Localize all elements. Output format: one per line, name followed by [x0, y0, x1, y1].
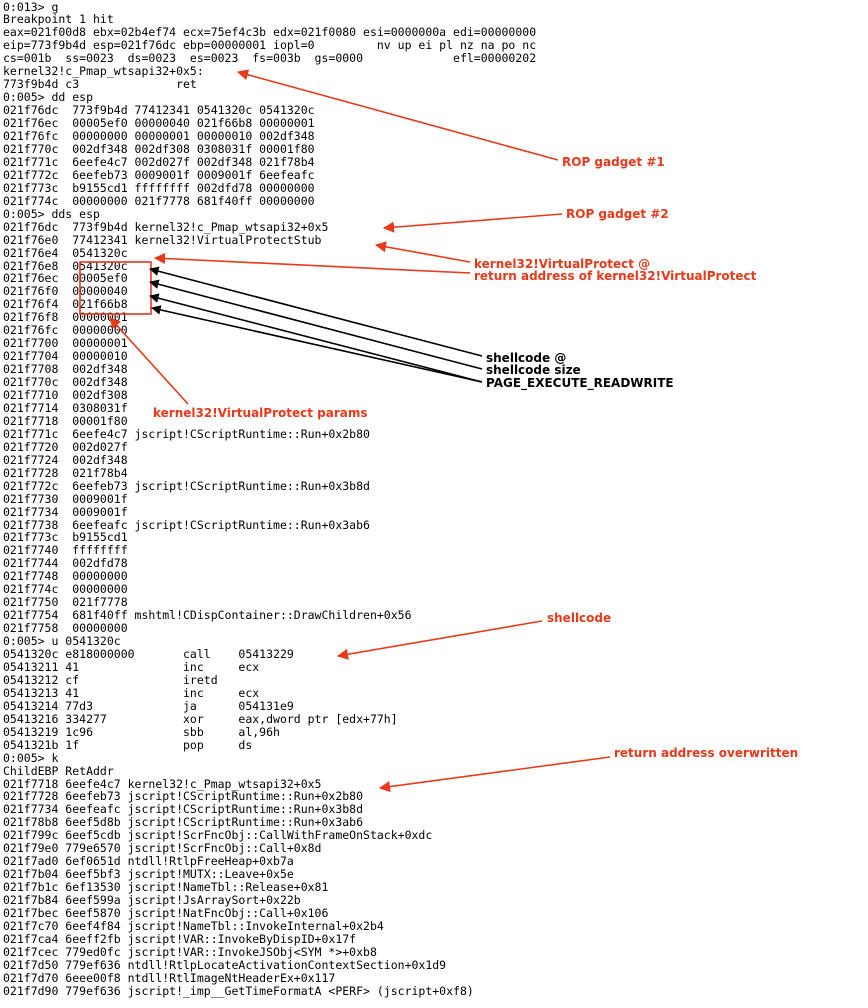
console-line: 021f7d50 779ef636 ntdll!RtlpLocateActiva…	[3, 957, 447, 972]
console-line: 021f799c 6eef5cdb jscript!ScrFncObj::Cal…	[3, 828, 433, 843]
console-line: cs=001b ss=0023 ds=0023 es=0023 fs=003b …	[3, 51, 537, 66]
console-line: 05413219 1c96 sbb al,96h	[3, 724, 280, 739]
console-line: 021f7758 00000000	[3, 621, 128, 636]
console-line: 021f76ec 00005ef0 00000040 021f66b8 0000…	[3, 116, 315, 131]
console-line: 021f7b1c 6ef13530 jscript!NameTbl::Relea…	[3, 880, 329, 895]
console-line: 021f76dc 773f9b4d kernel32!c_Pmap_wtsapi…	[3, 219, 329, 234]
console-line: 0:005> k	[3, 750, 59, 765]
console-line: Breakpoint 1 hit	[3, 12, 114, 27]
virtualprotect-return-label: return address of kernel32!VirtualProtec…	[474, 269, 757, 283]
console-line: 021f7b84 6eef599a jscript!JsArraySort+0x…	[3, 893, 301, 908]
shellcode-arrow	[336, 620, 543, 660]
console-line: 021f7734 6eefeafc jscript!CScriptRuntime…	[3, 802, 364, 817]
console-line: 021f774c 00000000 021f7778 681f40ff 0000…	[3, 193, 315, 208]
rop-gadget-2-label: ROP gadget #2	[566, 207, 669, 221]
console-line: 021f7708 002df348	[3, 362, 128, 377]
virtualprotect-params-box	[79, 261, 152, 315]
shellcode-address-label: shellcode @	[486, 351, 567, 365]
console-line: 021f7714 0308031f	[3, 400, 128, 415]
console-line: 021f76ec 00005ef0	[3, 271, 128, 286]
console-line: 021f7710 002df308	[3, 388, 128, 402]
console-line: 021f7728 6eefeb73 jscript!CScriptRuntime…	[3, 789, 364, 804]
virtualprotect-params-arrow	[109, 317, 189, 405]
console-line: 0541320c e818000000 call 05413229	[3, 647, 294, 661]
console-line: 021f7730 0009001f	[3, 491, 128, 506]
console-line: 021f7c70 6eef4f84 jscript!NameTbl::Invok…	[3, 918, 384, 933]
shellcode-size-label: shellcode size	[486, 363, 581, 377]
console-line: 021f76e4 0541320c	[3, 245, 128, 260]
console-line: 021f7700 00000001	[3, 336, 128, 351]
console-line: 021f76fc 00000000 00000001 00000010 002d…	[3, 129, 315, 143]
rop-gadget-1-label: ROP gadget #1	[562, 155, 665, 169]
console-line: 0:013> g	[3, 0, 59, 14]
console-line: 021f773c b9155cd1 ffffffff 002dfd78 0000…	[3, 180, 315, 195]
console-line: 021f770c 002df348	[3, 375, 128, 390]
shellcode-label: shellcode	[547, 611, 612, 625]
console-line: 021f7cec 779ed0fc jscript!VAR::InvokeJSO…	[3, 944, 377, 959]
console-line: 021f774c 00000000	[3, 582, 128, 597]
console-line: 021f770c 002df348 002df308 0308031f 0000…	[3, 141, 315, 156]
console-line: 021f79e0 779e6570 jscript!ScrFncObj::Cal…	[3, 841, 322, 856]
return-address-overwritten-label: return address overwritten	[614, 746, 799, 760]
console-line: 021f7b04 6eef5bf3 jscript!MUTX::Leave+0x…	[3, 867, 294, 882]
console-line: 021f771c 6eefe4c7 jscript!CScriptRuntime…	[3, 426, 370, 441]
console-line: 021f773c b9155cd1	[3, 530, 128, 545]
console-line: 021f7734 0009001f	[3, 504, 128, 519]
console-line: 021f76f0 00000040	[3, 284, 128, 299]
console-line: kernel32!c_Pmap_wtsapi32+0x5:	[3, 64, 204, 79]
page-execute-readwrite-label: PAGE_EXECUTE_READWRITE	[486, 376, 674, 390]
console-line: 021f7744 002dfd78	[3, 556, 128, 571]
rop-gadget-1-arrow	[236, 69, 559, 161]
console-line: 021f7740 ffffffff	[3, 543, 128, 558]
shellcode-address-arrow	[149, 266, 483, 357]
console-line: ChildEBP RetAddr	[3, 763, 114, 778]
virtualprotect-params-label: kernel32!VirtualProtect params	[153, 406, 368, 420]
console-line: 021f7728 021f78b4	[3, 465, 128, 480]
virtualprotect-return-arrow	[153, 252, 471, 274]
console-line: 021f772c 6eefeb73 0009001f 0009001f 6eef…	[3, 167, 315, 182]
console-line: eax=021f00d8 ebx=02b4ef74 ecx=75ef4c3b e…	[3, 25, 537, 40]
console-line: 021f7724 002df348	[3, 452, 128, 467]
console-line: 021f7738 6eefeafc jscript!CScriptRuntime…	[3, 517, 370, 532]
virtualprotect-address-label: kernel32!VirtualProtect @	[474, 257, 651, 271]
console-line: 021f7ca4 6eeff2fb jscript!VAR::InvokeByD…	[3, 931, 357, 946]
console-line: 05413212 cf iretd	[3, 672, 218, 687]
console-line: 0:005> dd esp	[3, 90, 94, 105]
console-line: 021f7ad0 6ef0651d ntdll!RtlpFreeHeap+0xb…	[3, 854, 294, 869]
virtualprotect-address-arrow	[374, 241, 471, 263]
console-line: 05413214 77d3 ja 054131e9	[3, 698, 294, 713]
console-line: 021f7750 021f7778	[3, 595, 128, 610]
console-line: 021f7bec 6eef5870 jscript!NatFncObj::Cal…	[3, 906, 329, 920]
extra-param-arrow	[151, 305, 483, 383]
console-line: 021f7720 002d027f	[3, 439, 128, 454]
console-line: 0541321b 1f pop ds	[3, 737, 253, 752]
console-line: 021f7754 681f40ff mshtml!CDispContainer:…	[3, 608, 412, 623]
console-line: 05413213 41 inc ecx	[3, 685, 260, 700]
console-line: 021f76f4 021f66b8	[3, 297, 128, 312]
console-line: eip=773f9b4d esp=021f76dc ebp=00000001 i…	[3, 38, 537, 53]
console-line: 021f76dc 773f9b4d 77412341 0541320c 0541…	[3, 103, 315, 118]
return-address-overwritten-arrow	[378, 756, 611, 793]
console-line: 773f9b4d c3 ret	[3, 77, 197, 92]
page-execute-readwrite-arrow	[149, 293, 483, 383]
console-line: 021f7d70 6eee00f8 ntdll!RtlImageNtHeader…	[3, 970, 336, 985]
console-line: 05413211 41 inc ecx	[3, 659, 260, 674]
console-line: 021f76e0 77412341 kernel32!VirtualProtec…	[3, 232, 322, 247]
console-line: 021f7718 6eefe4c7 kernel32!c_Pmap_wtsapi…	[3, 776, 322, 791]
console-line: 021f7748 00000000	[3, 569, 128, 584]
console-line: 021f78b8 6eef5d8b jscript!CScriptRuntime…	[3, 815, 364, 830]
console-line: 0:005> u 0541320c	[3, 634, 121, 649]
rop-gadget-2-arrow	[382, 213, 563, 233]
console-line: 021f7d90 779ef636 jscript!_imp__GetTimeF…	[3, 983, 474, 998]
console-line: 021f7718 00001f80	[3, 413, 128, 428]
shellcode-size-arrow	[149, 279, 483, 370]
console-line: 021f7704 00000010	[3, 349, 128, 364]
console-line: 021f771c 6eefe4c7 002d027f 002df348 021f…	[3, 154, 315, 169]
console-line: 05413216 334277 xor eax,dword ptr [edx+7…	[3, 711, 398, 726]
console-line: 0:005> dds esp	[3, 206, 100, 221]
console-line: 021f772c 6eefeb73 jscript!CScriptRuntime…	[3, 478, 370, 493]
